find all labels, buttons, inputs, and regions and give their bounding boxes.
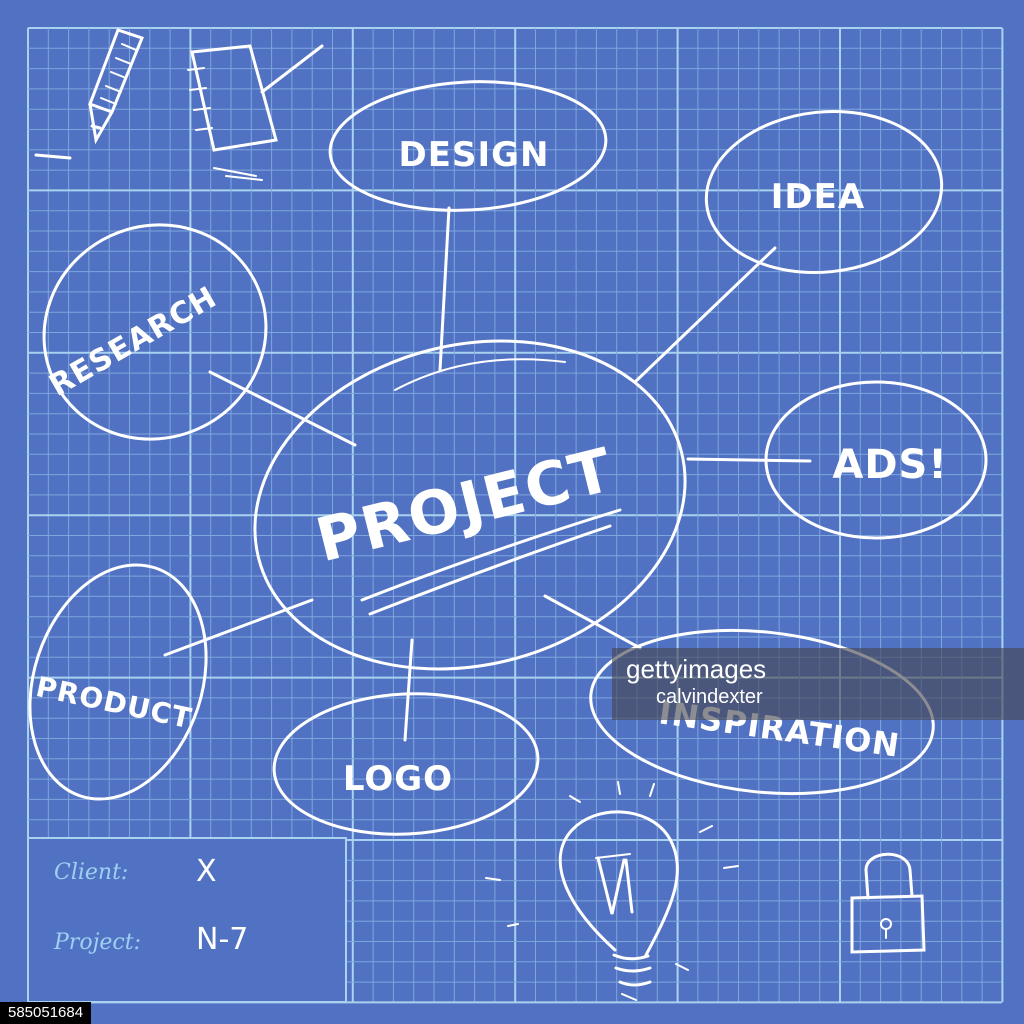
- node-idea: IDEA: [704, 109, 944, 275]
- client-label: Client:: [54, 860, 129, 885]
- node-idea-label: IDEA: [771, 177, 865, 217]
- node-ads-label: ADS!: [832, 442, 947, 488]
- padlock-icon: [850, 852, 926, 954]
- watermark-brand: gettyimages: [626, 654, 767, 684]
- watermark-banner: gettyimages calvindexter: [612, 648, 1024, 720]
- node-design: DESIGN: [328, 80, 608, 212]
- project-label: Project:: [54, 930, 141, 955]
- connector-idea: [633, 246, 777, 384]
- connector-ads: [686, 457, 812, 463]
- info-box-panel: [27, 837, 347, 1003]
- connector-logo: [403, 638, 414, 742]
- project-value: N-7: [196, 922, 249, 957]
- stock-id-badge: 585051684: [0, 1002, 92, 1024]
- pencil-icon: [34, 28, 144, 160]
- client-value: X: [196, 854, 217, 889]
- connector-inspiration: [543, 594, 642, 650]
- notepad-icon: [187, 44, 324, 181]
- node-design-label: DESIGN: [399, 135, 550, 175]
- connector-research: [208, 370, 357, 447]
- node-logo: LOGO: [272, 692, 540, 836]
- lightbulb-icon: [485, 781, 739, 1001]
- connector-design: [438, 206, 451, 372]
- node-ads: ADS!: [764, 380, 988, 540]
- watermark-credit: calvindexter: [656, 686, 763, 708]
- node-logo-label: LOGO: [343, 759, 453, 799]
